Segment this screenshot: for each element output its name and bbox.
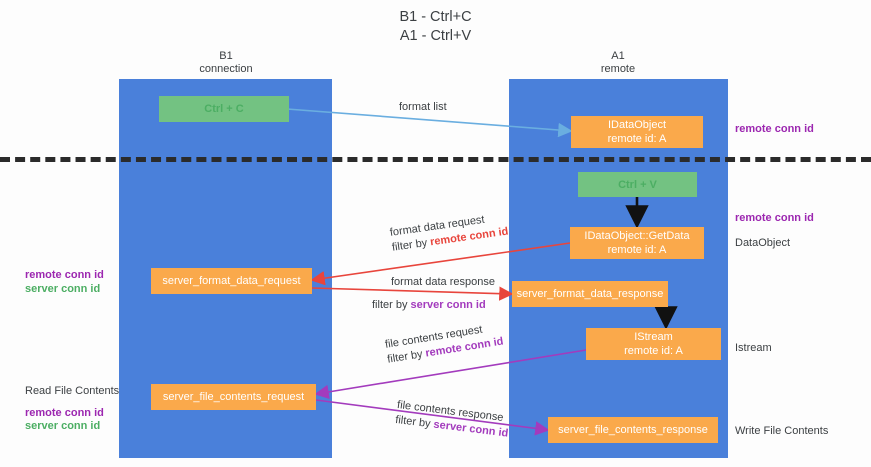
edge-label-format-data-response-filter: filter by server conn id [372,298,486,312]
box-server-file-contents-request-label: server_file_contents_request [162,391,305,403]
box-idataobject[interactable]: IDataObject remote id: A [571,116,703,148]
box-getdata[interactable]: IDataObject::GetData remote id: A [570,227,704,259]
box-server-format-data-response-label: server_format_data_response [516,288,664,300]
box-server-format-data-response[interactable]: server_format_data_response [512,281,668,307]
annotation-left-server-conn-id-bottom: server conn id [25,420,101,432]
box-server-file-contents-response[interactable]: server_file_contents_response [548,417,718,443]
annotation-right-istream: Istream [735,342,772,354]
annotation-left-read-file-contents: Read File Contents [25,385,120,397]
box-server-file-contents-response-label: server_file_contents_response [558,424,708,436]
box-server-format-data-request-label: server_format_data_request [162,275,301,287]
edge-label-format-data-response: format data response [391,276,495,288]
page-title: B1 - Ctrl+C A1 - Ctrl+V [0,8,871,46]
annotation-left-server-conn-id-mid: server conn id [25,283,101,295]
box-getdata-line-1: IDataObject::GetData [584,230,690,242]
box-ctrl-v[interactable]: Ctrl + V [578,172,697,197]
edge-label-file-contents-response-group: file contents response filter by server … [394,398,511,442]
filter-key-server-conn-id: server conn id [410,299,486,311]
column-header-a1-name: A1 [611,50,625,62]
annotation-right-remote-conn-id-top: remote conn id [735,123,814,135]
box-idataobject-line-2: remote id: A [607,133,667,145]
edge-label-file-contents-request-group: file contents request filter by remote c… [384,320,505,368]
column-header-a1: A1 remote [508,50,728,76]
column-header-a1-role: remote [600,63,636,75]
edge-label-format-list: format list [399,101,447,113]
filter-prefix: filter by [372,299,411,311]
box-ctrl-v-label: Ctrl + V [618,178,657,191]
annotation-right-write-file-contents: Write File Contents [735,425,829,437]
column-header-b1-name: B1 [219,50,233,62]
box-ctrl-c[interactable]: Ctrl + C [159,96,289,122]
box-istream-line-1: IStream [634,331,673,343]
box-ctrl-c-label: Ctrl + C [204,103,244,115]
filter-prefix: filter by [391,236,432,254]
box-idataobject-line-1: IDataObject [607,119,667,131]
box-server-format-data-request[interactable]: server_format_data_request [151,268,312,294]
column-header-b1-role: connection [199,63,253,75]
box-server-file-contents-request[interactable]: server_file_contents_request [151,384,316,410]
annotation-left-remote-conn-id-bottom: remote conn id [25,407,104,419]
annotation-left-remote-conn-id-mid: remote conn id [25,269,104,281]
annotation-right-dataobject: DataObject [735,237,791,249]
box-istream[interactable]: IStream remote id: A [586,328,721,360]
title-line-2: A1 - Ctrl+V [399,28,472,44]
annotation-right-remote-conn-id-mid: remote conn id [735,212,814,224]
box-istream-line-2: remote id: A [624,345,683,357]
edge-label-format-data-request-group: format data request filter by remote con… [389,210,509,256]
title-line-1: B1 - Ctrl+C [399,9,472,25]
column-header-b1: B1 connection [116,50,336,76]
section-divider [0,157,871,162]
box-getdata-line-2: remote id: A [607,244,667,256]
filter-prefix: filter by [394,413,435,431]
